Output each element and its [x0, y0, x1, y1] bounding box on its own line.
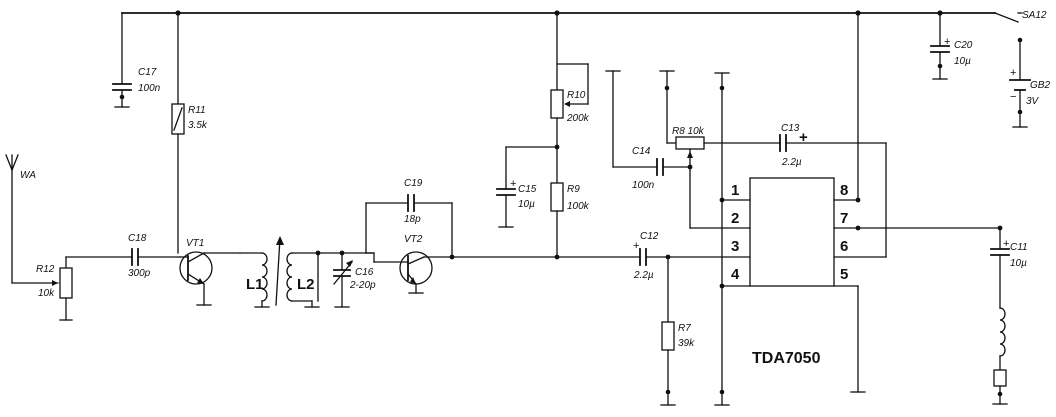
svg-text:+: +	[1003, 238, 1009, 250]
battery-gb2: + − GB2 3V	[1009, 67, 1050, 128]
r11-value: 3.5k	[188, 120, 208, 131]
antenna-label: WA	[20, 170, 36, 181]
svg-text:+: +	[944, 36, 950, 48]
svg-text:+: +	[1010, 67, 1016, 79]
r12-label: R12	[36, 264, 55, 275]
c16-label: C16	[355, 267, 374, 278]
capacitor-c18: C18 300p	[65, 233, 181, 279]
ic-tda7050: 1 2 3 4 8 7 6 5 TDA7050	[714, 12, 1001, 406]
c19-label: C19	[404, 178, 423, 189]
c17-label: C17	[138, 67, 157, 78]
svg-text:−: −	[1010, 91, 1016, 103]
c20-value: 10µ	[954, 56, 971, 67]
r8-label: R8 10k	[672, 126, 705, 137]
c20-label: C20	[954, 40, 973, 51]
ic-pin-2: 2	[731, 210, 739, 227]
variable-capacitor-c16: C16 2-20p	[333, 252, 376, 308]
capacitor-c19: C19 18p	[365, 178, 453, 258]
c16-value: 2-20p	[349, 280, 376, 291]
ic-name: TDA7050	[752, 350, 821, 367]
ic-pin-4: 4	[731, 266, 740, 283]
vt1-label: VT1	[186, 238, 204, 249]
capacitor-c15: + C15 10µ	[496, 146, 558, 228]
c13-label: C13	[781, 123, 800, 134]
potentiometer-r8: R8 10k	[659, 70, 781, 229]
transistor-vt2: VT2	[365, 234, 558, 294]
svg-text:+: +	[799, 129, 808, 146]
c13-value: 2.2µ	[781, 157, 802, 168]
r10-value: 200k	[566, 113, 590, 124]
c14-value: 100n	[632, 180, 655, 191]
supply-rail	[121, 10, 1019, 23]
tuning-arrow-icon	[275, 236, 284, 306]
potentiometer-r12: R12 10k	[36, 256, 73, 321]
switch-sa12: SA12	[1017, 10, 1047, 81]
inductor-l1: L1	[239, 252, 270, 308]
svg-text:+: +	[633, 240, 639, 252]
capacitor-c20: + C20 10µ	[930, 12, 973, 80]
earphone-icon	[992, 307, 1008, 405]
ic-pin-7: 7	[840, 210, 848, 227]
capacitor-c11: + C11 10µ	[990, 225, 1028, 309]
r9-value: 100k	[567, 201, 590, 212]
r12-value: 10k	[38, 288, 55, 299]
transistor-vt1: VT1	[179, 238, 241, 306]
r10-label: R10	[567, 90, 586, 101]
potentiometer-r10: R10 200k	[550, 12, 590, 184]
resistor-r9: R9 100k	[550, 182, 590, 260]
c15-label: C15	[518, 184, 537, 195]
capacitor-c12: + C12 2.2µ	[556, 231, 723, 281]
r9-label: R9	[567, 184, 580, 195]
ic-pin-8: 8	[840, 182, 848, 199]
c19-value: 18p	[404, 214, 421, 225]
l1-label: L1	[246, 276, 264, 293]
ic-pin-1: 1	[731, 182, 739, 199]
l2-label: L2	[297, 276, 315, 293]
switch-label: SA12	[1022, 10, 1047, 21]
battery-label: GB2	[1030, 80, 1050, 91]
c11-label: C11	[1010, 242, 1028, 253]
c12-value: 2.2µ	[633, 270, 654, 281]
resistor-r7: R7 39k	[660, 256, 695, 406]
inductor-l2: L2	[286, 250, 373, 308]
c11-value: 10µ	[1010, 258, 1027, 269]
c12-label: C12	[640, 231, 659, 242]
vt2-label: VT2	[404, 234, 423, 245]
resistor-r11: R11 3.5k	[171, 12, 208, 254]
capacitor-c13: C13 2.2µ +	[779, 123, 887, 258]
c18-value: 300p	[128, 268, 151, 279]
c15-value: 10µ	[518, 199, 535, 210]
c18-label: C18	[128, 233, 147, 244]
r7-label: R7	[678, 323, 691, 334]
ic-pin-3: 3	[731, 238, 739, 255]
ic-pin-5: 5	[840, 266, 848, 283]
capacitor-c17: C17 100n	[112, 12, 161, 108]
svg-text:+: +	[510, 178, 516, 190]
capacitor-c14: C14 100n	[605, 70, 693, 191]
ic-pin-6: 6	[840, 238, 848, 255]
r7-value: 39k	[678, 338, 695, 349]
c17-value: 100n	[138, 83, 161, 94]
r11-label: R11	[188, 105, 206, 116]
c14-label: C14	[632, 146, 651, 157]
antenna-wa: WA	[5, 154, 59, 284]
battery-voltage: 3V	[1026, 96, 1040, 107]
